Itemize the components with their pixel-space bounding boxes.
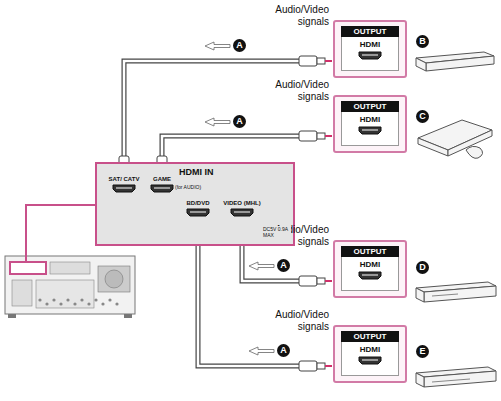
signal-heading: Audio/Video signals [251, 4, 329, 28]
callout-letter: C [416, 110, 429, 123]
callout-letter: A [277, 259, 290, 272]
hdmi-label: HDMI [342, 342, 398, 355]
device-output-box: Audio/Video signalsOUTPUTHDMI [333, 20, 407, 78]
device-d [416, 282, 496, 302]
output-panel: HDMI [341, 112, 399, 146]
hdmi-port [358, 271, 382, 280]
device-c [418, 120, 492, 158]
hdmi-input-port: BD/DVD [181, 200, 215, 217]
hdmi-port [230, 208, 254, 217]
hdmi-port [358, 356, 382, 365]
hdmi-port [186, 208, 210, 217]
callout-letter: A [233, 115, 246, 128]
port-label: SAT/ CATV [107, 176, 141, 183]
panel-note: (for AUDIO) [175, 184, 215, 190]
hdmi-input-port: VIDEO (MHL) [221, 200, 263, 217]
hdmi-port [358, 51, 382, 60]
hdmi-port [358, 126, 382, 135]
receiver [5, 256, 135, 318]
panel-note: DC5V 0.9A MAX [263, 226, 291, 238]
device-e [416, 367, 496, 387]
signal-heading: Audio/Video signals [251, 309, 329, 333]
output-tab: OUTPUT [341, 331, 399, 342]
callout-letter: A [277, 344, 290, 357]
output-tab: OUTPUT [341, 246, 399, 257]
callout-letter: E [416, 345, 429, 358]
hdmi-label: HDMI [342, 257, 398, 270]
panel-title: HDMI IN [179, 167, 214, 177]
device-output-box: Audio/Video signalsOUTPUTHDMI [333, 95, 407, 153]
output-panel: HDMI [341, 37, 399, 71]
callout-letter: A [233, 39, 246, 52]
zoom-line [26, 205, 95, 262]
signal-heading: Audio/Video signals [251, 79, 329, 103]
device-output-box: Audio/Video signalsOUTPUTHDMI [333, 240, 407, 298]
hdmi-cable [119, 56, 332, 176]
hdmi-port [150, 184, 174, 193]
hdmi-label: HDMI [342, 37, 398, 50]
port-label: BD/DVD [181, 200, 215, 207]
port-label: GAME [145, 176, 179, 183]
output-tab: OUTPUT [341, 101, 399, 112]
output-panel: HDMI [341, 342, 399, 376]
hdmi-input-port: GAME [145, 176, 179, 193]
callout-letter: D [416, 261, 429, 274]
callout-letter: B [416, 35, 429, 48]
device-b [416, 52, 494, 71]
hdmi-port [112, 184, 136, 193]
hdmi-label: HDMI [342, 112, 398, 125]
hdmi-input-port: SAT/ CATV [107, 176, 141, 193]
port-label: VIDEO (MHL) [221, 200, 263, 207]
output-tab: OUTPUT [341, 26, 399, 37]
output-panel: HDMI [341, 257, 399, 291]
device-output-box: Audio/Video signalsOUTPUTHDMI [333, 325, 407, 383]
